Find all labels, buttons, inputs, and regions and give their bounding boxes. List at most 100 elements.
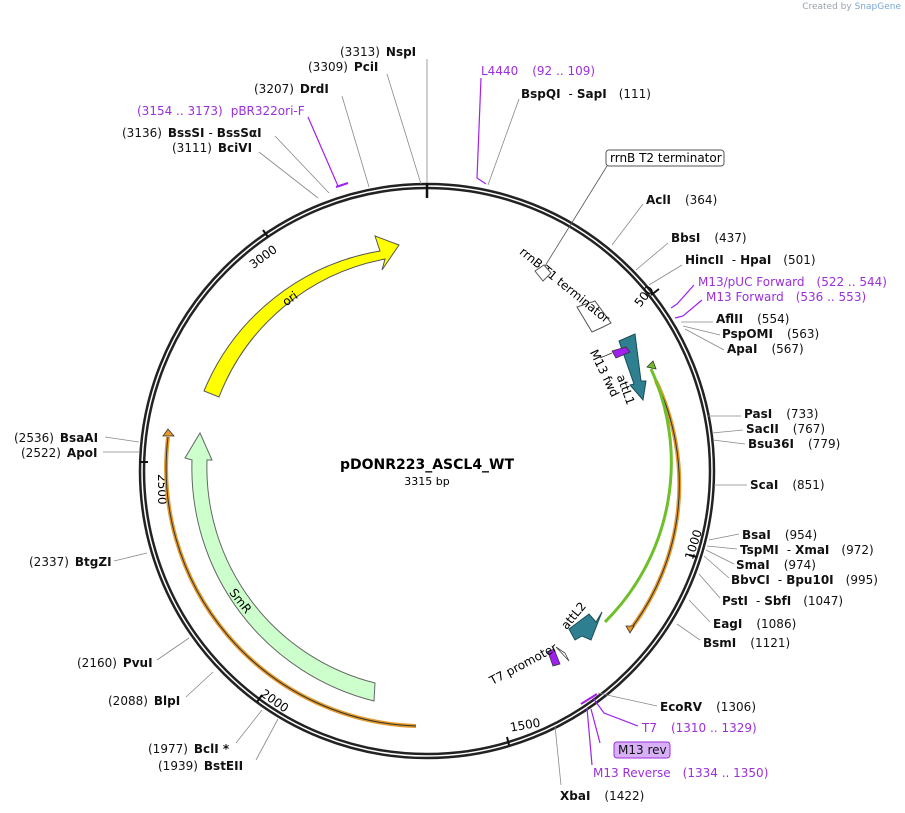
enzyme-smai[interactable]: SmaI(974) [736,558,816,572]
enzyme-nspi[interactable]: (3313)NspI [340,45,416,59]
primer-m13-reverse[interactable]: M13 Reverse(1334 .. 1350) [593,766,768,780]
svg-text:(2337)BtgZI: (2337)BtgZI [29,555,112,569]
snapgene-logo: SnapGene [854,2,901,12]
enzyme-pasi[interactable]: PasI(733) [744,407,818,421]
svg-text:M13 Reverse(1334 .. 1350): M13 Reverse(1334 .. 1350) [593,766,768,780]
enzyme-xbai[interactable]: XbaI(1422) [560,789,644,803]
green-arrowhead [646,360,657,370]
green-arc [603,368,673,624]
enzyme-pspomi[interactable]: PspOMI(563) [722,327,819,341]
enzyme-drdi[interactable]: (3207)DrdI [254,82,329,96]
primer-t7[interactable]: T7(1310 .. 1329) [641,721,757,735]
enzyme-pvui[interactable]: (2160)PvuI [77,656,153,670]
svg-text:(2160)PvuI: (2160)PvuI [77,656,153,670]
enzyme-bcli[interactable]: (1977)BclI * [148,742,230,756]
svg-text:T7(1310 .. 1329): T7(1310 .. 1329) [641,721,757,735]
snapgene-brand: Created by SnapGene [802,2,901,12]
svg-text:(2088)BlpI: (2088)BlpI [108,694,180,708]
t7-promoter-label: T7 promoter [486,640,559,688]
svg-text:SmaI(974): SmaI(974) [736,558,816,572]
svg-text:(3136)BssSI-BssSαI: (3136)BssSI-BssSαI [122,126,262,140]
svg-text:1500: 1500 [509,716,542,735]
orange-arc-right [628,380,682,632]
enzyme-bsai[interactable]: BsaI(954) [742,528,817,542]
enzyme-btgzi[interactable]: (2337)BtgZI [29,555,112,569]
svg-text:HincII-HpaI(501): HincII-HpaI(501) [685,253,816,267]
enzyme-acli[interactable]: AclI(364) [646,193,717,207]
enzyme-blpi[interactable]: (2088)BlpI [108,694,180,708]
enzyme-psti[interactable]: PstI-SbfI(1047) [722,594,843,608]
enzyme-bspqi[interactable]: BspQI-SapI(111) [521,87,651,101]
primer-m13-puc-forward[interactable]: M13/pUC Forward(522 .. 544) [698,275,887,289]
primer-l4440[interactable]: L4440(92 .. 109) [481,64,595,78]
svg-text:PspOMI(563): PspOMI(563) [722,327,819,341]
rrnb-t1-feature[interactable] [576,300,612,333]
svg-text:(2536)BsaAI: (2536)BsaAI [14,431,98,445]
enzyme-bcivi[interactable]: (3111)BciVI [172,141,252,155]
enzyme-pcii[interactable]: (3309)PciI [308,60,378,74]
svg-text:M13 rev: M13 rev [618,743,667,757]
svg-text:3000: 3000 [247,242,280,271]
enzyme-tspmi[interactable]: TspMI-XmaI(972) [740,543,874,557]
tick-1500: 1500 [506,716,542,746]
plasmid-name: pDONR223_ASCL4_WT [340,457,515,473]
orange-arrowhead-left [162,428,175,437]
enzyme-ecorv[interactable]: EcoRV(1306) [660,700,756,714]
enzyme-bbsi[interactable]: BbsI(437) [671,231,747,245]
ori-feature[interactable] [203,235,400,398]
svg-text:Bsu36I(779): Bsu36I(779) [748,437,840,451]
svg-text:SacII(767): SacII(767) [746,422,825,436]
primer-pbr322ori[interactable]: (3154 .. 3173)pBR322ori-F [137,104,305,118]
svg-text:(3154 .. 3173)pBR322ori-F: (3154 .. 3173)pBR322ori-F [137,104,305,118]
rrnb-t2-label: rrnB T2 terminator [610,151,722,165]
svg-text:(1977)BclI *: (1977)BclI * [148,742,230,756]
enzyme-bbvci[interactable]: BbvCI-Bpu10I(995) [731,573,878,587]
enzyme-bsaai[interactable]: (2536)BsaAI [14,431,98,445]
svg-text:TspMI-XmaI(972): TspMI-XmaI(972) [740,543,874,557]
smr-feature[interactable] [184,431,376,702]
svg-text:PasI(733): PasI(733) [744,407,818,421]
enzyme-sacii[interactable]: SacII(767) [746,422,825,436]
svg-text:ScaI(851): ScaI(851) [750,478,825,492]
plasmid-length: 3315 bp [404,475,449,488]
svg-text:500: 500 [632,283,657,310]
enzyme-bsteii[interactable]: (1939)BstEII [158,759,243,773]
svg-text:EagI(1086): EagI(1086) [713,617,796,631]
svg-text:(3313)NspI: (3313)NspI [340,45,416,59]
svg-text:(3111)BciVI: (3111)BciVI [172,141,252,155]
primer-m13-rev[interactable]: M13 rev [618,743,667,757]
t7-promoter-feature[interactable] [547,648,561,667]
enzyme-eagi[interactable]: EagI(1086) [713,617,796,631]
svg-text:L4440(92 .. 109): L4440(92 .. 109) [481,64,595,78]
svg-text:(1939)BstEII: (1939)BstEII [158,759,243,773]
svg-text:M13 Forward(536 .. 553): M13 Forward(536 .. 553) [706,290,866,304]
svg-text:PstI-SbfI(1047): PstI-SbfI(1047) [722,594,843,608]
svg-text:(3309)PciI: (3309)PciI [308,60,378,74]
svg-text:(3207)DrdI: (3207)DrdI [254,82,329,96]
enzyme-apoi[interactable]: (2522)ApoI [21,446,98,460]
enzyme-bsssi[interactable]: (3136)BssSI-BssSαI [122,126,262,140]
svg-text:(2522)ApoI: (2522)ApoI [21,446,98,460]
m13-fwd-feature[interactable] [611,346,631,359]
svg-text:EcoRV(1306): EcoRV(1306) [660,700,756,714]
enzyme-bsu36i[interactable]: Bsu36I(779) [748,437,840,451]
svg-text:BspQI-SapI(111): BspQI-SapI(111) [521,87,651,101]
enzyme-apai[interactable]: ApaI(567) [727,342,804,356]
enzyme-scai[interactable]: ScaI(851) [750,478,825,492]
rrnb-t2-box [605,149,725,167]
primer-m13-forward[interactable]: M13 Forward(536 .. 553) [706,290,866,304]
enzyme-hincii[interactable]: HincII-HpaI(501) [685,253,816,267]
enzyme-aflii[interactable]: AflII(554) [716,312,789,326]
svg-text:XbaI(1422): XbaI(1422) [560,789,644,803]
svg-text:BbsI(437): BbsI(437) [671,231,747,245]
svg-text:BsaI(954): BsaI(954) [742,528,817,542]
rrnb-t1-label: rrnB T1 terminator [517,245,613,326]
m13-rev-box [613,741,671,759]
rrnb-t2-feature[interactable] [534,264,552,282]
svg-text:M13/pUC Forward(522 .. 544): M13/pUC Forward(522 .. 544) [698,275,887,289]
svg-text:BsmI(1121): BsmI(1121) [703,636,790,650]
attl2-feature[interactable] [568,611,603,641]
enzyme-bsmi[interactable]: BsmI(1121) [703,636,790,650]
svg-text:BbvCI-Bpu10I(995): BbvCI-Bpu10I(995) [731,573,878,587]
